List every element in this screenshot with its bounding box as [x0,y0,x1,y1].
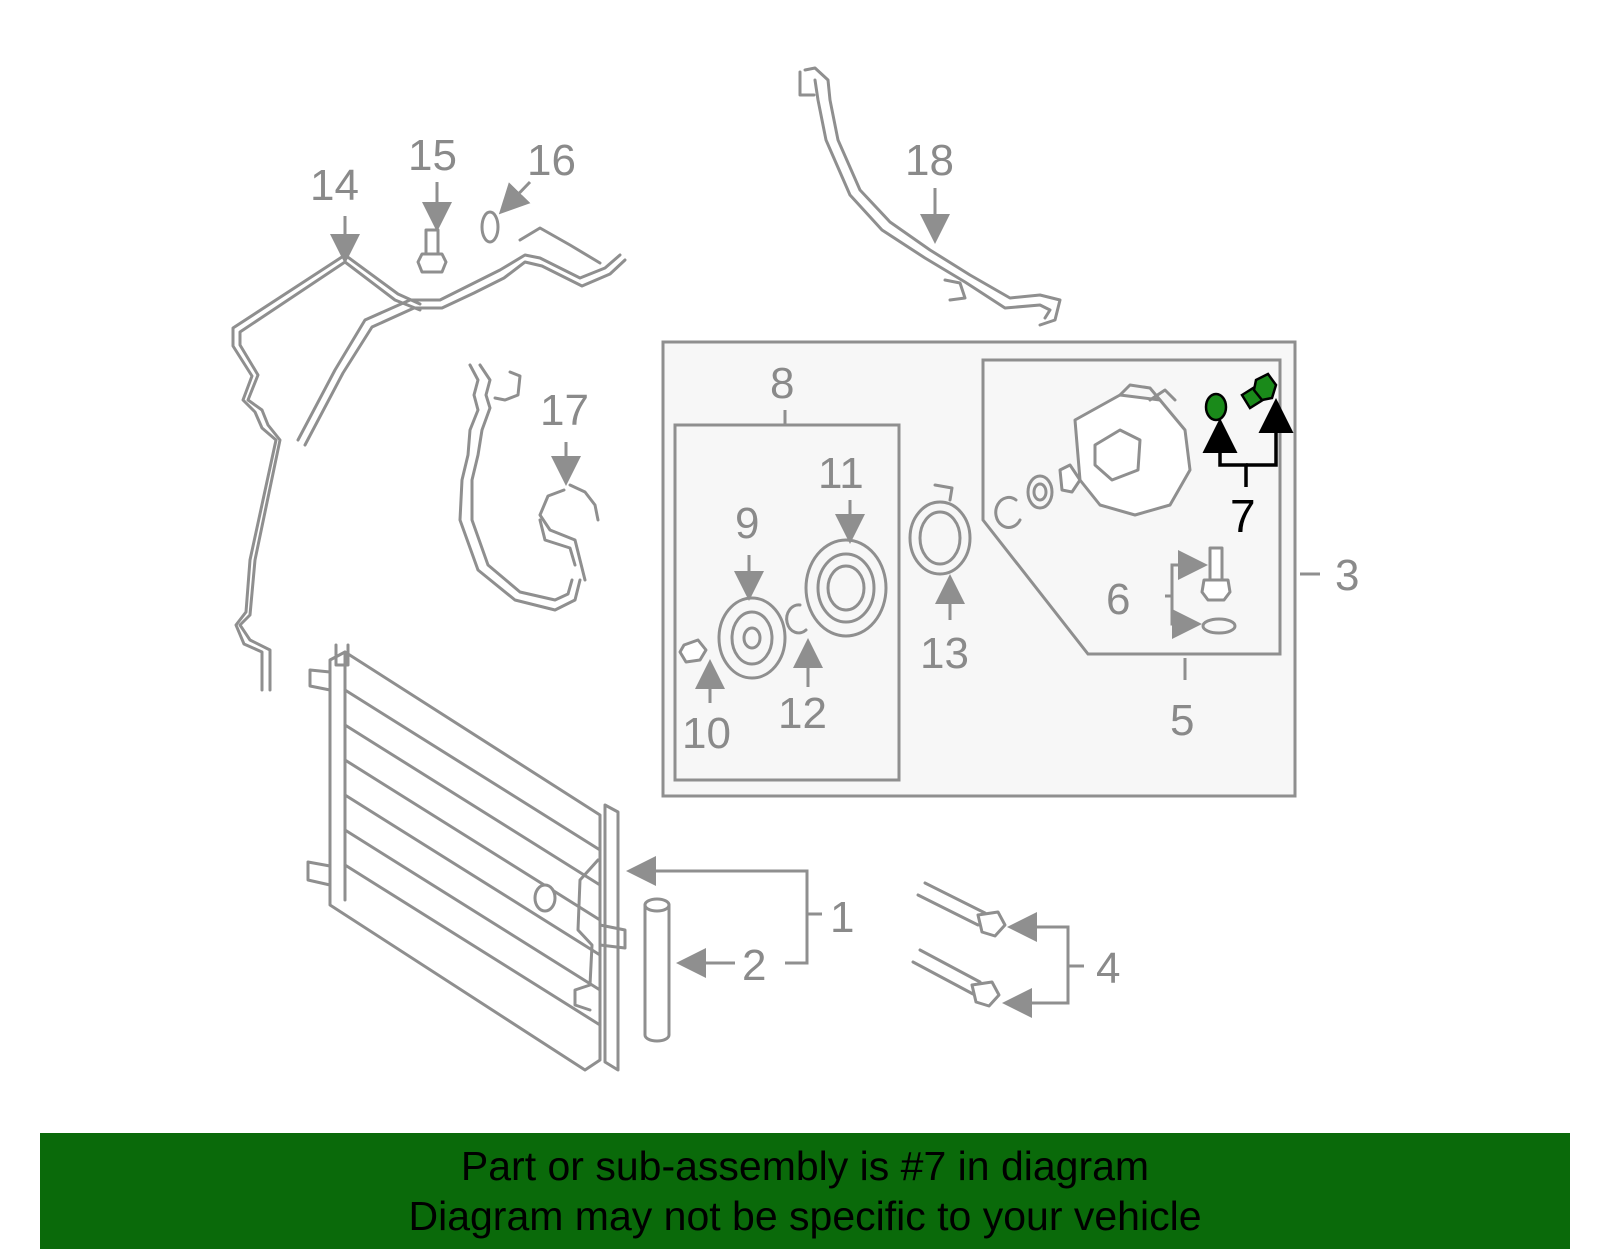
callout-13: 13 [920,629,969,678]
callout-14: 14 [310,161,359,210]
callout-1: 1 [830,893,854,942]
callout-17: 17 [540,386,589,435]
callout-12: 12 [778,689,827,738]
banner-line-2: Diagram may not be specific to your vehi… [408,1193,1202,1239]
part-1-condenser [306,643,627,1072]
callout-labels: 1 2 3 4 5 6 7 8 9 10 11 12 13 14 15 16 1… [310,131,1359,993]
callout-2: 2 [742,941,766,990]
part-15-bolt [416,228,448,274]
info-banner: Part or sub-assembly is #7 in diagram Di… [40,1133,1570,1249]
callout-8: 8 [770,359,794,408]
compressor-parts [994,383,1237,635]
part-6-o-ring [1201,617,1237,635]
callout-18: 18 [905,136,954,185]
callout-5: 5 [1170,696,1194,745]
leader-lines [330,180,1320,1018]
part-2-receiver-drier [643,897,671,1043]
callout-11: 11 [818,449,864,498]
part-6-bolt [1208,546,1224,582]
compressor-assembly-panel [661,340,1297,798]
part-17-suction-hose [458,363,600,612]
callout-16: 16 [527,136,576,185]
callout-3: 3 [1335,551,1359,600]
part-16-o-ring-shape [480,210,500,244]
callout-6: 6 [1106,575,1130,624]
clutch-subassembly-box [673,423,901,782]
callout-4: 4 [1096,944,1120,993]
part-18-discharge-hose [798,66,1062,327]
callout-10: 10 [682,709,731,758]
part-14-liquid-line [231,210,627,692]
part-12-snap-ring [785,603,808,635]
part-7-o-ring[interactable] [1204,392,1228,422]
part-4-bolts [911,881,1007,1008]
callout-7[interactable]: 7 [1230,490,1256,542]
banner-line-1: Part or sub-assembly is #7 in diagram [460,1143,1150,1189]
callout-15: 15 [408,131,457,180]
part-5-compressor-body [1073,393,1192,517]
callout-9: 9 [735,499,759,548]
